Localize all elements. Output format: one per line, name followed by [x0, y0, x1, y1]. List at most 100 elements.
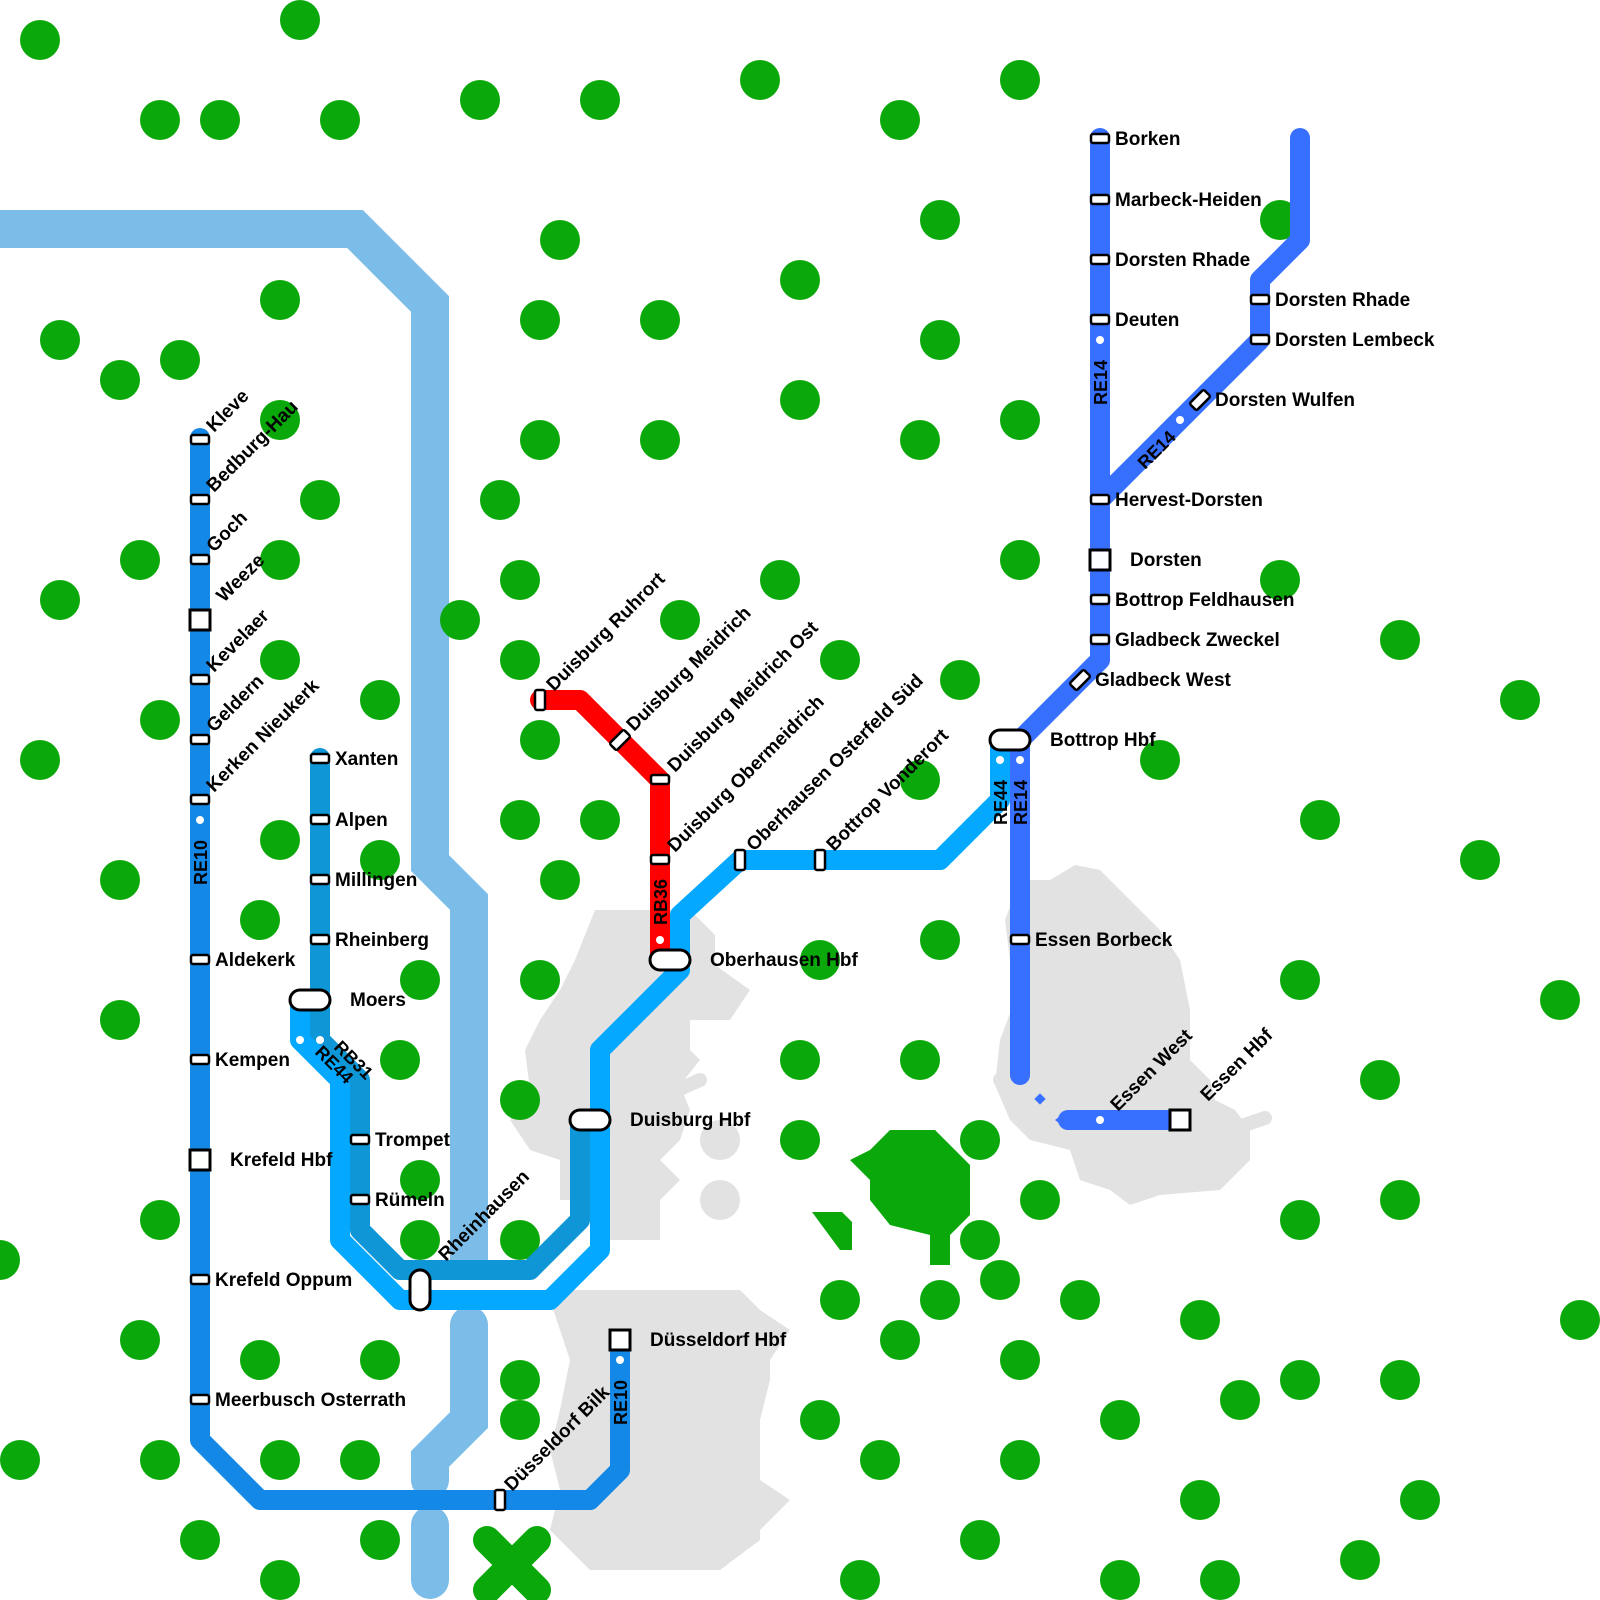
- station-marker-duisburg-meidrich[interactable]: [608, 728, 632, 752]
- park: [940, 660, 980, 700]
- park: [980, 1260, 1020, 1300]
- station-marker-kerken-nieukerk[interactable]: [189, 793, 211, 806]
- station-marker-kempen[interactable]: [189, 1053, 211, 1066]
- urban-area-dot: [700, 1120, 740, 1160]
- station-marker-aldekerk[interactable]: [189, 953, 211, 966]
- station-label-dorsten-lembeck: Dorsten Lembeck: [1275, 330, 1435, 351]
- park: [840, 1560, 880, 1600]
- station-marker-gladbeck-zweckel[interactable]: [1089, 633, 1111, 646]
- station-marker-duisburg-obermeidrich[interactable]: [649, 853, 671, 866]
- station-marker-oberhausen-osterfeld-sued[interactable]: [733, 848, 747, 872]
- park: [240, 1340, 280, 1380]
- station-label-gladbeck-zweckel: Gladbeck Zweckel: [1115, 630, 1280, 651]
- park: [120, 540, 160, 580]
- park: [1280, 1360, 1320, 1400]
- park: [860, 1440, 900, 1480]
- station-marker-dorsten-rhade-1[interactable]: [1089, 253, 1111, 266]
- station-label-bottrop-hbf: Bottrop Hbf: [1050, 730, 1156, 751]
- station-marker-bedburg-hau[interactable]: [189, 493, 211, 506]
- station-label-dorsten-rhade-1: Dorsten Rhade: [1115, 250, 1250, 271]
- station-marker-gladbeck-west[interactable]: [1068, 668, 1092, 692]
- station-marker-rheinhausen[interactable]: [408, 1268, 432, 1312]
- park: [780, 1120, 820, 1160]
- station-marker-kevelaer[interactable]: [189, 673, 211, 686]
- station-marker-bottrop-hbf[interactable]: [988, 728, 1032, 752]
- station-markers[interactable]: [188, 132, 1271, 1512]
- station-marker-geldern[interactable]: [189, 733, 211, 746]
- park: [260, 400, 300, 440]
- station-marker-duesseldorf-bilk[interactable]: [493, 1488, 507, 1512]
- direction-dot: [296, 1036, 304, 1044]
- station-marker-borken[interactable]: [1089, 132, 1111, 145]
- station-label-aldekerk: Aldekerk: [215, 950, 296, 971]
- park-cross: [473, 1526, 551, 1600]
- station-label-duesseldorf-hbf: Düsseldorf Hbf: [650, 1330, 787, 1351]
- park: [0, 1240, 20, 1280]
- park: [360, 840, 400, 880]
- station-marker-duisburg-hbf[interactable]: [568, 1108, 612, 1132]
- park: [1380, 1360, 1420, 1400]
- park: [1360, 1060, 1400, 1100]
- station-marker-trompet[interactable]: [349, 1133, 371, 1146]
- station-marker-krefeld-hbf[interactable]: [188, 1148, 212, 1172]
- line-re10: [190, 428, 630, 1510]
- station-label-goch: Goch: [203, 507, 252, 556]
- park: [500, 1400, 540, 1440]
- park: [160, 340, 200, 380]
- line-label-re14-bottrop: RE14: [1011, 780, 1031, 825]
- station-marker-dorsten-rhade-2[interactable]: [1249, 293, 1271, 306]
- station-marker-alpen[interactable]: [309, 813, 331, 826]
- park: [920, 200, 960, 240]
- park: [140, 700, 180, 740]
- park: [360, 680, 400, 720]
- station-marker-deuten[interactable]: [1089, 313, 1111, 326]
- park: [100, 860, 140, 900]
- station-label-oberhausen-hbf: Oberhausen Hbf: [710, 950, 858, 971]
- station-marker-duisburg-meidrich-ost[interactable]: [649, 773, 671, 786]
- station-marker-hervest-dorsten[interactable]: [1089, 493, 1111, 506]
- station-marker-oberhausen-hbf[interactable]: [648, 948, 692, 972]
- station-marker-krefeld-oppum[interactable]: [189, 1273, 211, 1286]
- station-marker-ruemeln[interactable]: [349, 1193, 371, 1206]
- park: [820, 1280, 860, 1320]
- park: [800, 1400, 840, 1440]
- station-marker-essen-borbeck[interactable]: [1009, 933, 1031, 946]
- river-rhine-middle: [411, 1306, 488, 1499]
- station-marker-kleve[interactable]: [189, 433, 211, 446]
- station-label-duisburg-meidrich-ost: Duisburg Meidrich Ost: [664, 617, 823, 776]
- station-marker-rheinberg[interactable]: [309, 933, 331, 946]
- station-marker-marbeck-heiden[interactable]: [1089, 193, 1111, 206]
- park: [900, 1040, 940, 1080]
- station-marker-dorsten[interactable]: [1088, 548, 1112, 572]
- park: [1000, 1340, 1040, 1380]
- park: [960, 1220, 1000, 1260]
- park: [360, 1520, 400, 1560]
- station-marker-moers[interactable]: [288, 988, 332, 1012]
- station-marker-meerbusch-osterrath[interactable]: [189, 1393, 211, 1406]
- station-marker-duisburg-ruhrort[interactable]: [533, 688, 547, 712]
- station-marker-millingen[interactable]: [309, 873, 331, 886]
- urban-area-sliver: [648, 1073, 707, 1107]
- park: [140, 100, 180, 140]
- park-large: [850, 1130, 970, 1265]
- station-marker-duesseldorf-hbf[interactable]: [608, 1328, 632, 1352]
- park: [960, 1520, 1000, 1560]
- station-marker-goch[interactable]: [189, 553, 211, 566]
- station-marker-essen-hbf[interactable]: [1168, 1108, 1192, 1132]
- station-marker-dorsten-wulfen[interactable]: [1188, 388, 1212, 412]
- park: [580, 80, 620, 120]
- station-marker-weeze[interactable]: [188, 608, 212, 632]
- station-marker-xanten[interactable]: [309, 752, 331, 765]
- direction-dot: [656, 936, 664, 944]
- station-label-moers: Moers: [350, 990, 406, 1011]
- park: [1100, 1400, 1140, 1440]
- direction-dot: [196, 816, 204, 824]
- station-marker-dorsten-lembeck[interactable]: [1249, 333, 1271, 346]
- park: [500, 1360, 540, 1400]
- park: [480, 480, 520, 520]
- park: [20, 740, 60, 780]
- station-marker-bottrop-vonderort[interactable]: [813, 848, 827, 872]
- station-marker-bottrop-feldhausen[interactable]: [1089, 593, 1111, 606]
- park: [1540, 980, 1580, 1020]
